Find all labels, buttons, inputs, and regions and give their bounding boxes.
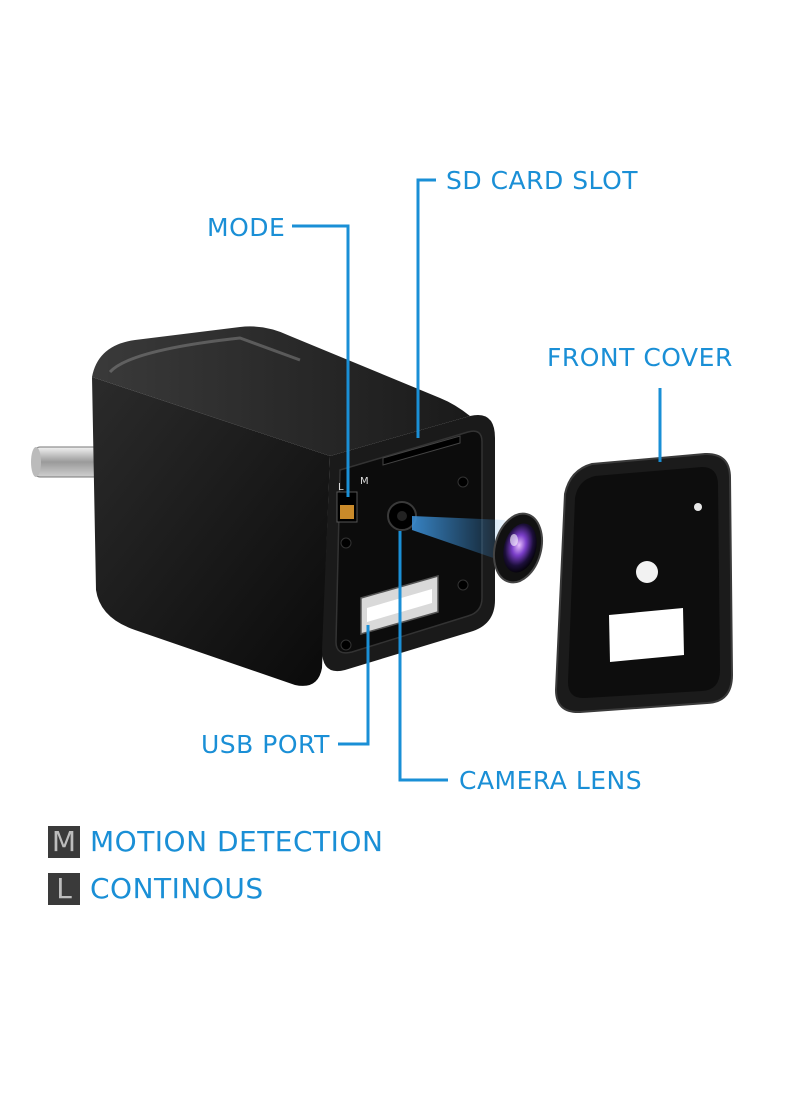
lens-beam: [412, 516, 505, 562]
switch-label-m: M: [360, 476, 369, 487]
legend-text-motion: MOTION DETECTION: [90, 825, 384, 858]
legend-item-motion: M MOTION DETECTION: [48, 825, 383, 859]
usb-port-label: USB PORT: [201, 730, 330, 759]
charger-body: [92, 326, 495, 686]
front-cover-label: FRONT COVER: [547, 343, 733, 372]
legend-text-continous: CONTINOUS: [90, 872, 264, 905]
mode-leader-line: [292, 224, 350, 497]
sd-card-leader-line: [416, 178, 436, 438]
sd-card-slot-label: SD CARD SLOT: [446, 166, 639, 195]
front-cover: [554, 452, 734, 714]
legend-key-m: M: [48, 826, 80, 858]
leader-lines: [292, 178, 662, 782]
mode-label: MODE: [207, 213, 286, 242]
usb-port-leader-line: [338, 625, 370, 746]
camera-lens-label: CAMERA LENS: [459, 766, 643, 795]
camera-lens-leader-line: [398, 531, 448, 782]
switch-label-l: L: [338, 482, 344, 493]
legend-key-l: L: [48, 873, 80, 905]
legend-item-continous: L CONTINOUS: [48, 872, 264, 906]
camera-lens-module: [493, 512, 543, 584]
